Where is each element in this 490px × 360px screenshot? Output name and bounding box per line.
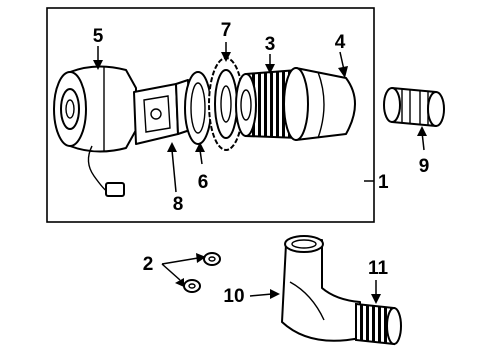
assembly-frame <box>46 7 375 223</box>
elbow-duct <box>281 235 361 342</box>
ribbed-hose <box>355 302 402 346</box>
callout-10: 10 <box>223 286 244 307</box>
callout-11: 11 <box>368 258 389 279</box>
callout-1: 1 <box>378 172 389 193</box>
callout-2: 2 <box>143 254 154 275</box>
leader-lines <box>93 42 427 304</box>
callout-7: 7 <box>221 20 232 41</box>
callout-5: 5 <box>93 26 104 47</box>
washers <box>183 252 221 293</box>
callout-8: 8 <box>173 194 184 215</box>
callout-4: 4 <box>335 32 346 53</box>
mounting-bracket <box>133 79 191 145</box>
seal-ring <box>184 71 212 145</box>
callout-9: 9 <box>419 156 430 177</box>
callout-3: 3 <box>265 34 276 55</box>
blower-motor-housing <box>53 65 137 197</box>
filter-cover <box>283 67 356 141</box>
callout-6: 6 <box>198 172 209 193</box>
grommet <box>383 87 445 127</box>
